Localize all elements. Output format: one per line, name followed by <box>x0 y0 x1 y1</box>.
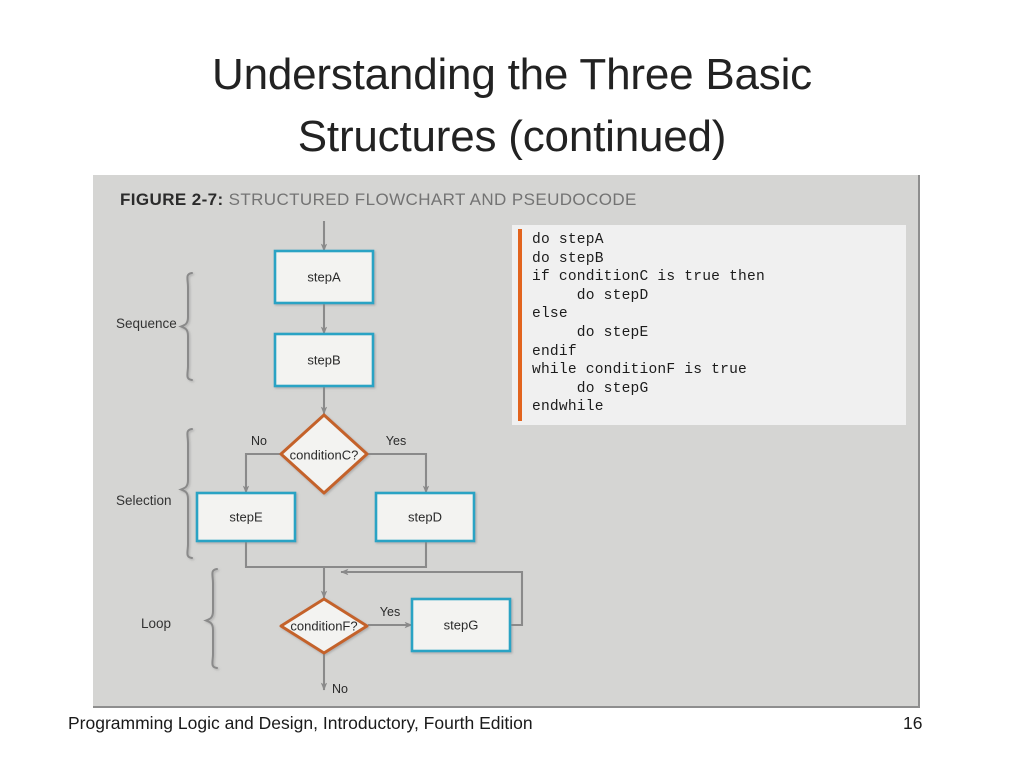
page-title-line-2: Structures (continued) <box>297 112 727 161</box>
node-label-conditionc: conditionC? <box>289 447 359 463</box>
node-label-stepg: stepG <box>443 617 479 633</box>
edge-label-conditionc-no: No <box>251 434 267 448</box>
footer-page-number: 16 <box>903 713 923 733</box>
node-label-stepd: stepD <box>408 509 442 525</box>
structure-label-selection: Selection <box>116 493 172 508</box>
flowchart-diagram <box>178 221 524 691</box>
page-title: Understanding the Three Basic Structures… <box>60 44 964 168</box>
pseudocode-panel: do stepA do stepB if conditionC is true … <box>512 225 906 425</box>
page-title-line-1: Understanding the Three Basic <box>212 50 812 99</box>
node-label-stepb: stepB <box>307 352 341 368</box>
node-label-conditionf: conditionF? <box>290 618 358 634</box>
structure-label-sequence: Sequence <box>116 316 177 331</box>
figure-description: STRUCTURED FLOWCHART AND PSEUDOCODE <box>228 190 637 209</box>
figure-caption: FIGURE 2-7:STRUCTURED FLOWCHART AND PSEU… <box>120 190 637 210</box>
structure-label-loop: Loop <box>141 616 172 631</box>
pseudocode-text: do stepA do stepB if conditionC is true … <box>532 232 765 416</box>
edge-label-conditionf-yes: Yes <box>379 605 401 619</box>
node-label-stepe: stepE <box>229 509 263 525</box>
footer-book-title: Programming Logic and Design, Introducto… <box>68 713 533 733</box>
pseudocode-accent-bar <box>518 229 522 421</box>
edge-label-conditionf-no: No <box>332 682 348 696</box>
figure-panel: FIGURE 2-7:STRUCTURED FLOWCHART AND PSEU… <box>93 175 920 708</box>
figure-number: FIGURE 2-7: <box>120 190 224 209</box>
node-label-stepa: stepA <box>307 269 341 285</box>
edge-label-conditionc-yes: Yes <box>385 434 407 448</box>
